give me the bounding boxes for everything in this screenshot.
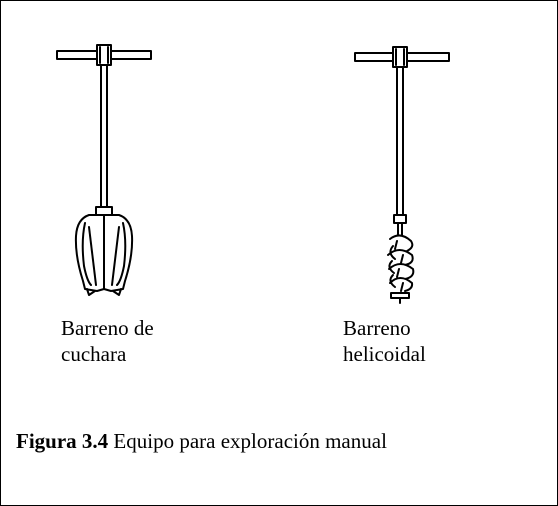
spiral-auger-drawing bbox=[347, 41, 457, 306]
spiral-auger-label-line-1: Barreno bbox=[343, 316, 411, 340]
figure-number: Figura 3.4 bbox=[16, 429, 109, 453]
bucket-auger-label: Barreno de cuchara bbox=[61, 315, 154, 367]
figure-caption-text: Equipo para exploración manual bbox=[113, 429, 387, 453]
spiral-auger-label: Barreno helicoidal bbox=[343, 315, 426, 367]
bucket-auger-label-line-2: cuchara bbox=[61, 342, 127, 366]
bucket-auger-label-line-1: Barreno de bbox=[61, 316, 154, 340]
bucket-auger-drawing bbox=[51, 41, 161, 306]
figure-caption: Figura 3.4 Equipo para exploración manua… bbox=[16, 427, 387, 455]
spiral-auger-label-line-2: helicoidal bbox=[343, 342, 426, 366]
